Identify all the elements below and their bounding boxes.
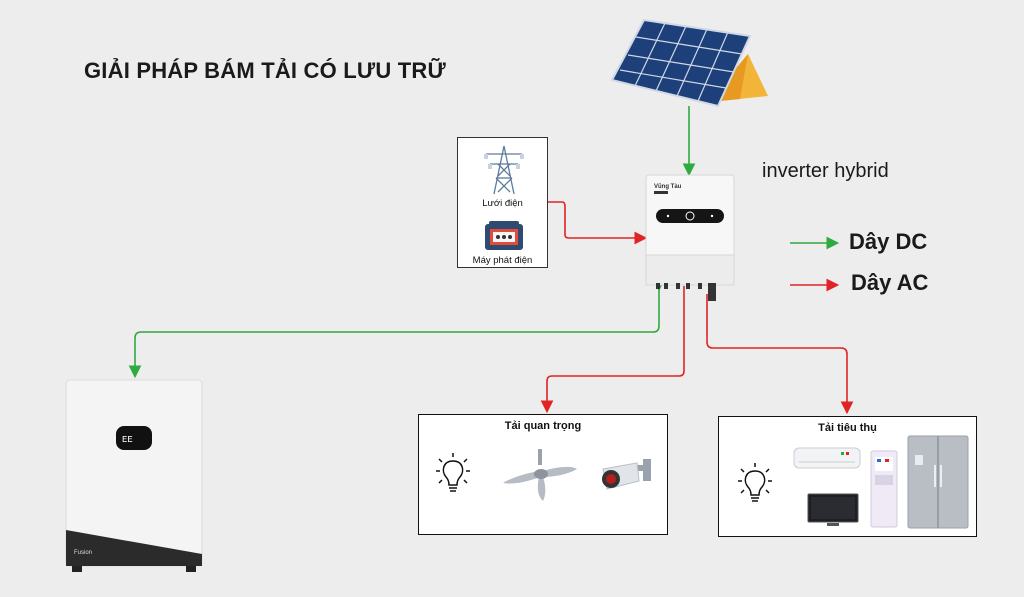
power-source-box: Lưới điện Máy phát điện xyxy=(457,137,548,268)
generator-label: Máy phát điện xyxy=(472,255,533,266)
inverter-label: inverter hybrid xyxy=(762,160,889,182)
dc-wire-battery xyxy=(128,278,666,379)
generator-icon xyxy=(485,221,523,250)
ceiling-fan-icon xyxy=(503,449,577,501)
solar-panel-icon xyxy=(610,18,768,108)
air-conditioner-icon xyxy=(793,447,861,469)
critical-loads-title: Tải quan trọng xyxy=(504,420,582,432)
svg-text:EE: EE xyxy=(122,435,133,445)
security-camera-icon xyxy=(602,459,651,490)
consumer-loads-box: Tải tiêu thụ xyxy=(718,416,977,537)
grid-label: Lưới điện xyxy=(482,198,523,209)
tv-icon xyxy=(807,493,859,526)
battery-brand: Fusion xyxy=(74,550,92,556)
water-dispenser-icon xyxy=(870,450,898,528)
battery-storage: EE Fusion xyxy=(65,379,203,572)
light-bulb-icon xyxy=(738,463,772,502)
page-title: GIẢI PHÁP BÁM TẢI CÓ LƯU TRỮ xyxy=(84,58,446,83)
inverter-brand: Vũng Tàu xyxy=(654,184,682,190)
power-tower-icon xyxy=(484,145,524,195)
ac-wire-critical xyxy=(540,286,685,414)
ac-wire-grid xyxy=(548,201,648,245)
legend-dc-label: Dây DC xyxy=(849,229,928,254)
light-bulb-icon xyxy=(436,453,470,492)
refrigerator-icon xyxy=(907,435,969,529)
consumer-loads-title: Tải tiêu thụ xyxy=(818,422,877,434)
critical-loads-box: Tải quan trọng xyxy=(418,414,668,535)
ac-wire-consumer xyxy=(706,294,854,415)
hybrid-inverter: Vũng Tàu xyxy=(645,174,735,301)
legend-ac-label: Dây AC xyxy=(851,270,929,295)
